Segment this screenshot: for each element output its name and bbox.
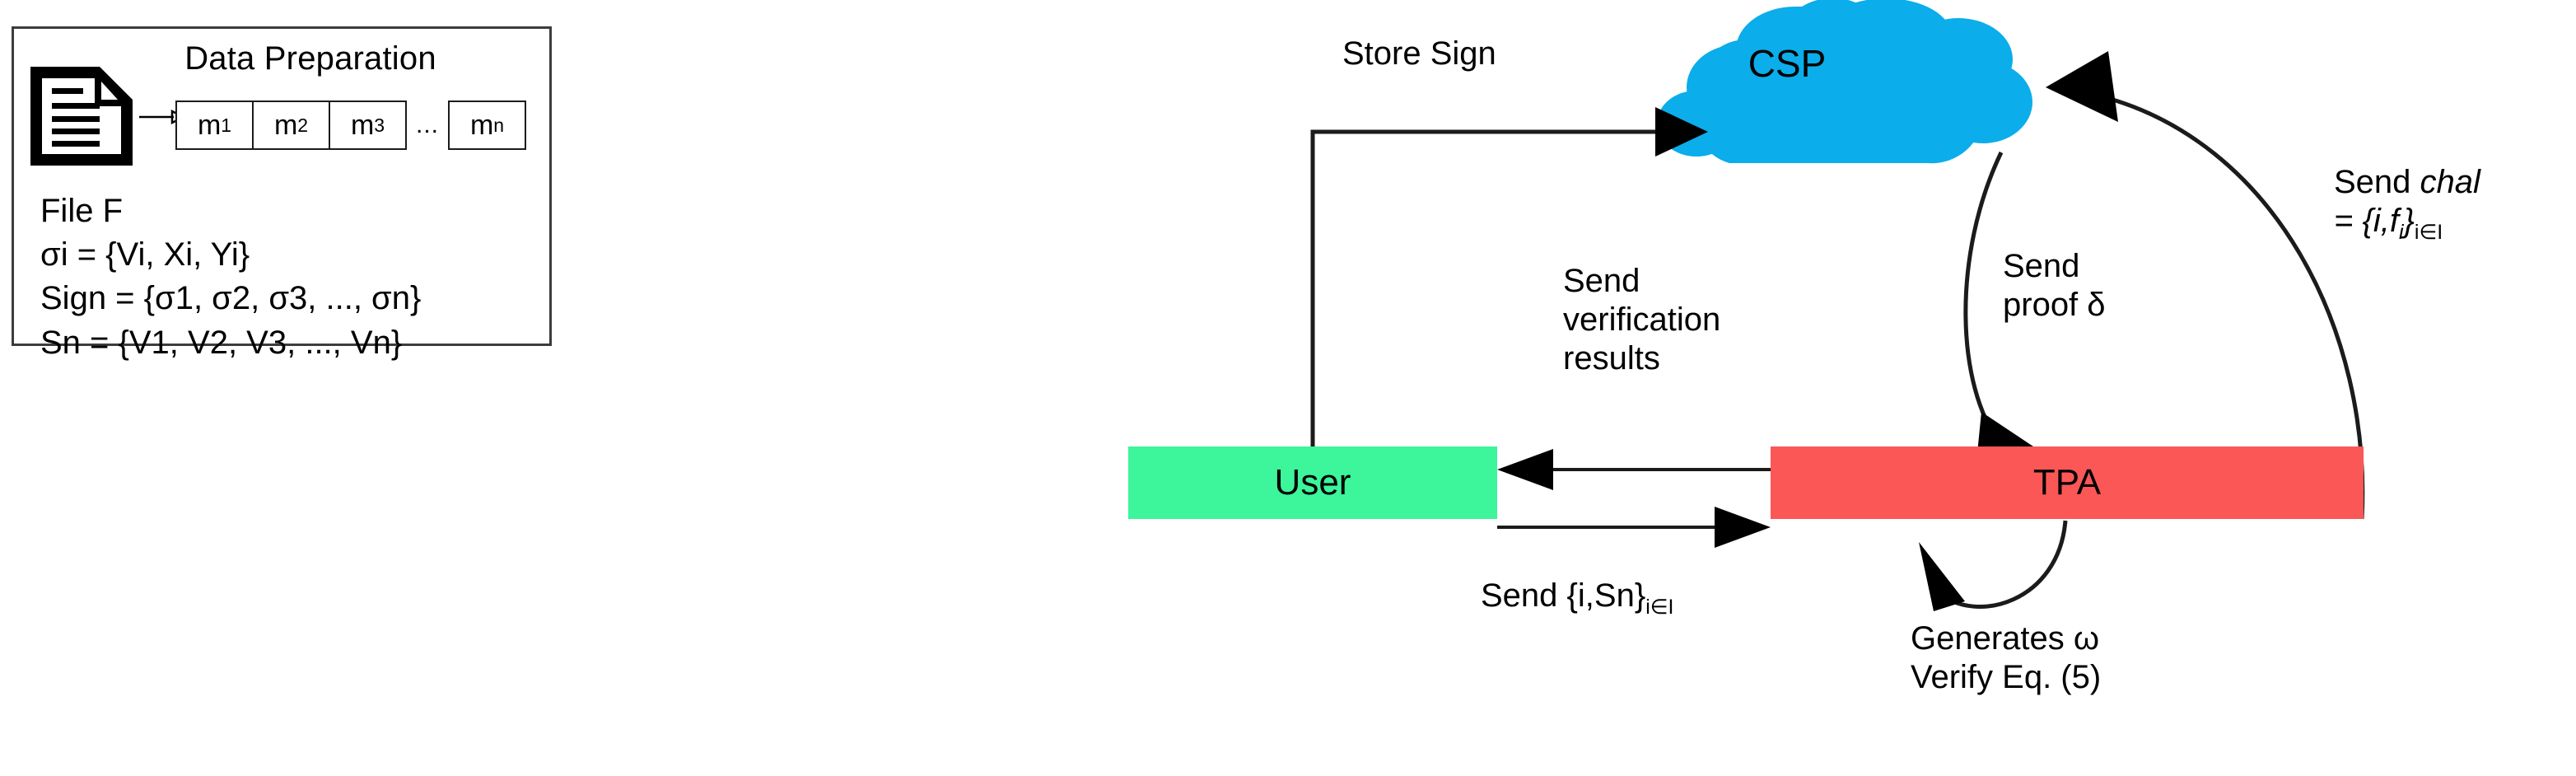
- edge-send-verification-results: [1497, 449, 1771, 490]
- formula-file-f: File F: [40, 193, 123, 229]
- message-block-label: m: [350, 109, 375, 141]
- edge-send-i-sn: [1497, 507, 1771, 548]
- send-chal-f: f: [2389, 203, 2399, 240]
- csp-node-label: CSP: [1748, 42, 1827, 85]
- tpa-node[interactable]: TPA: [1771, 446, 2364, 519]
- message-block-subscript: 2: [297, 114, 309, 136]
- edge-label-line: Generates ω: [1911, 620, 2100, 657]
- message-block-label: m: [273, 109, 298, 141]
- edge-label-send-i-sn: Send {i,Sn}i∈I: [1481, 577, 1673, 620]
- edge-label-line: verification: [1563, 302, 1721, 339]
- message-block-label: m: [197, 109, 222, 141]
- document-file-icon: [27, 63, 136, 169]
- edge-label-tpa-self-loop: Generates ω Verify Eq. (5): [1911, 619, 2101, 697]
- edge-label-store-sign: Store Sign: [1342, 35, 1496, 72]
- formula-sign: Sign = {σ1, σ2, σ3, ..., σn}: [40, 280, 422, 317]
- panel-title: Data Preparation: [14, 40, 549, 77]
- blocks-ellipsis: ...: [415, 111, 439, 138]
- send-chal-set-close: }: [2403, 203, 2415, 240]
- edge-label-line: Verify Eq. (5): [1911, 659, 2102, 696]
- send-chal-italic: chal: [2420, 164, 2480, 200]
- send-isn-main: Send {i,Sn}: [1481, 577, 1646, 614]
- edge-label-line: Send: [1563, 263, 1640, 299]
- edge-label-line: Send chal: [2334, 163, 2480, 202]
- edge-label-send-proof: Send proof δ: [2003, 247, 2106, 325]
- edge-label-line: results: [1563, 340, 1660, 377]
- send-chal-index-subscript: i∈I: [2414, 221, 2443, 245]
- edge-label-line: Send: [2003, 248, 2080, 284]
- user-node-label: User: [1274, 462, 1351, 503]
- user-node[interactable]: User: [1128, 446, 1497, 519]
- send-chal-set-prefix: = {i,: [2334, 203, 2390, 240]
- panel-title-text: Data Preparation: [184, 40, 436, 77]
- tpa-node-label: TPA: [2032, 462, 2102, 503]
- formula-sigma-i: σi = {Vi, Xi, Yi}: [40, 236, 250, 273]
- edge-label-line: proof δ: [2003, 287, 2106, 324]
- send-chal-prefix: Send: [2334, 164, 2420, 200]
- message-block-subscript: 3: [374, 114, 385, 136]
- message-block-subscript: n: [493, 114, 505, 136]
- message-block-subscript: 1: [221, 114, 232, 136]
- send-chal-f-subscript: i: [2398, 221, 2404, 245]
- message-block-label: m: [469, 109, 494, 141]
- edge-tpa-self-loop: [1919, 520, 2068, 611]
- send-isn-subscript: i∈I: [1645, 596, 1674, 619]
- edge-label-send-chal: Send chal = {i,fi}i∈I: [2334, 163, 2480, 245]
- edge-label-line: = {i,fi}i∈I: [2334, 202, 2480, 245]
- formula-list: File F σi = {Vi, Xi, Yi} Sign = {σ1, σ2,…: [40, 190, 421, 366]
- formula-sn: Sn = {V1, V2, V3, ..., Vn}: [40, 324, 403, 361]
- edge-label-send-verification-results: Send verification results: [1563, 262, 1720, 379]
